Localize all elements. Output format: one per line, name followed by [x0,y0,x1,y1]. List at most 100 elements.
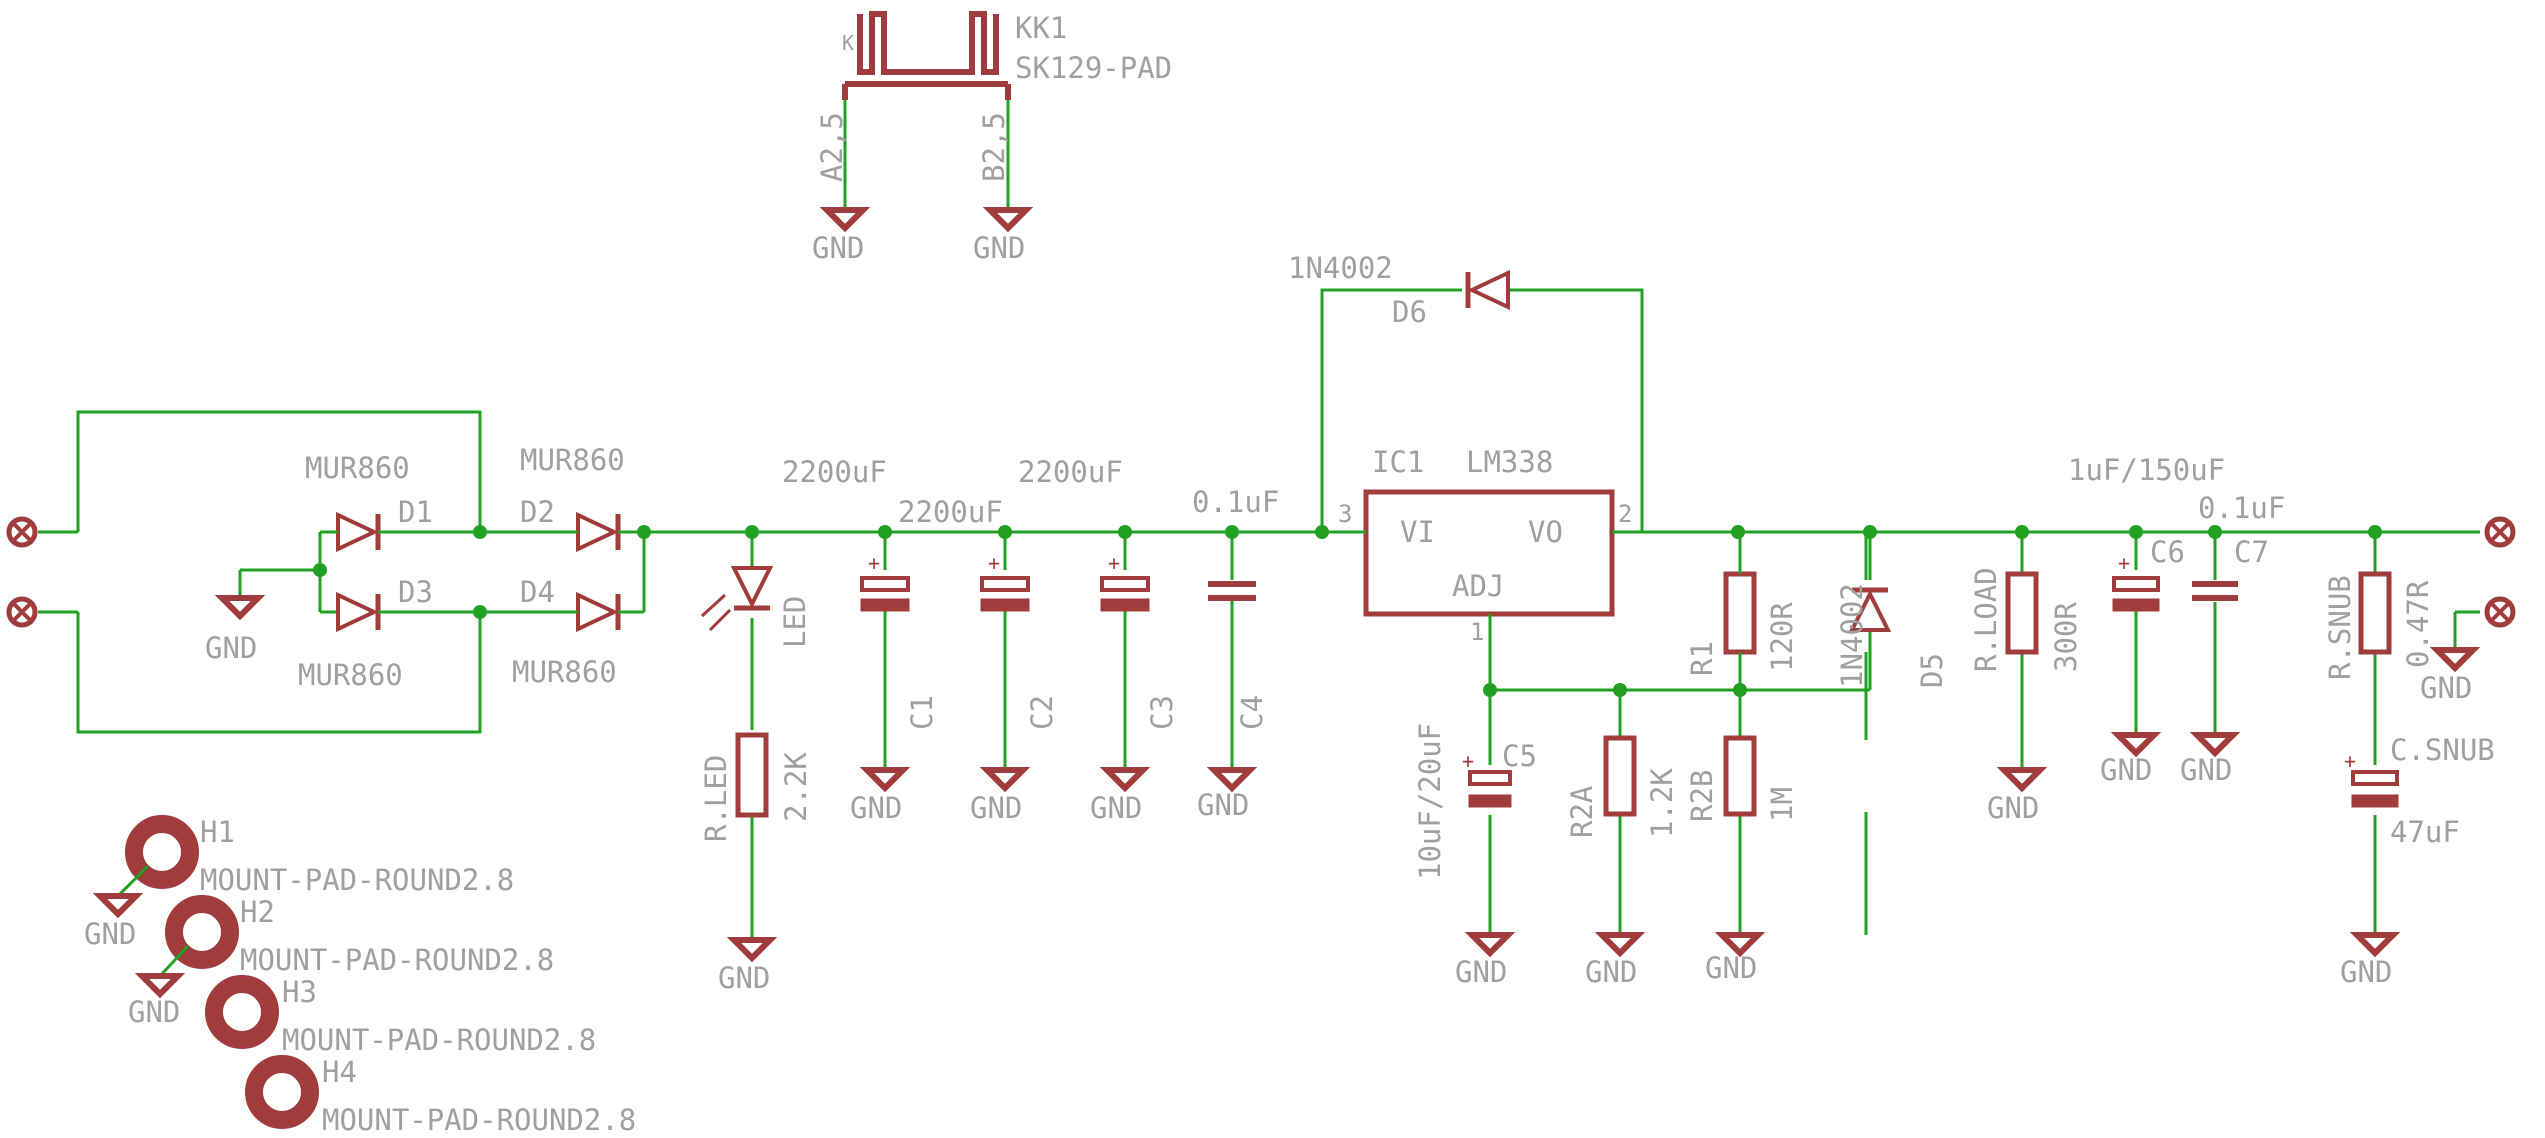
gnd-label-kk1a: GND [812,231,864,265]
d4-name: D4 [520,575,555,609]
gnd-symbol-csnub [2349,932,2401,958]
kk1-pin-a: A2,5 [815,112,849,182]
gnd-symbol-kk1b [982,207,1034,233]
resistor-r2b [1723,735,1757,817]
d2-value: MUR860 [520,443,625,477]
junctions [313,525,2382,697]
diode-d3 [336,591,480,633]
svg-text:+: + [2118,551,2130,575]
c1-value: 2200uF [782,455,887,489]
h3-value: MOUNT-PAD-ROUND2.8 [282,1023,596,1057]
c1-name: C1 [905,695,939,730]
r1-name: R1 [1685,641,1719,676]
resistor-r-load [2005,571,2039,655]
capacitor-c6: + [2112,551,2160,612]
output-terminal-2[interactable] [2484,596,2516,628]
c5-value: 10uF/20uF [1413,723,1447,880]
svg-text:+: + [2344,749,2356,773]
ic1-adj: ADJ [1452,569,1504,603]
gnd-symbol-c2 [979,767,1031,793]
r2a-name: R2A [1565,786,1599,838]
plus-sign: K [842,31,854,55]
gnd-symbol-output [2429,647,2481,673]
h3-name: H3 [282,975,317,1009]
gnd-symbol-bridge [214,595,266,621]
resistor-r2a [1603,735,1637,817]
kk1-pin-b: B2,5 [977,112,1011,182]
ic1-value: LM338 [1466,445,1553,479]
input-terminal-2[interactable] [6,596,38,628]
capacitor-c-snub: + [2344,749,2399,808]
mount-pad-h3 [205,975,279,1049]
d6-value: 1N4002 [1288,251,1393,285]
mount-pad-h2 [134,895,239,999]
d2-name: D2 [520,495,555,529]
resistor-r-snub [2358,571,2392,655]
diode-d4 [480,591,644,633]
h1-name: H1 [200,815,235,849]
d5-name: D5 [1915,653,1949,688]
h4-name: H4 [322,1055,357,1089]
c3-value: 2200uF [1018,455,1123,489]
diode-d5 [1848,587,1892,632]
c7-value: 0.1uF [2198,491,2285,525]
svg-text:+: + [1462,749,1474,773]
capacitor-c3: + [1100,551,1150,612]
h1-value: MOUNT-PAD-ROUND2.8 [200,863,514,897]
d3-name: D3 [398,575,433,609]
ic1-name: IC1 [1372,445,1424,479]
ic1-pin2: 2 [1618,500,1632,528]
kk1-value: SK129-PAD [1015,51,1172,85]
input-terminal-1[interactable] [6,516,38,548]
gnd-label-c2: GND [970,791,1022,825]
ic1-vi: VI [1400,515,1435,549]
d1-name: D1 [398,495,433,529]
gnd-label-c1: GND [850,791,902,825]
c3-name: C3 [1145,695,1179,730]
heatsink-kk1: K [842,11,1011,210]
output-terminal-1[interactable] [2484,516,2516,548]
mount-pad-h4 [245,1055,319,1129]
rsnub-name: R.SNUB [2323,575,2357,680]
gnd-symbol-led [726,937,778,963]
gnd-symbol-r2b [1714,932,1766,958]
svg-text:+: + [868,551,880,575]
capacitor-c1: + [860,551,910,612]
h2-value: MOUNT-PAD-ROUND2.8 [240,943,554,977]
c7-name: C7 [2234,535,2269,569]
gnd-symbol-c3 [1099,767,1151,793]
gnd-symbol-kk1a [819,207,871,233]
d1-value: MUR860 [305,451,410,485]
gnd-label-r2b: GND [1705,951,1757,985]
gnd-label-c5: GND [1455,955,1507,989]
gnd-symbol-r2a [1594,932,1646,958]
c6-value: 1uF/150uF [2068,453,2225,487]
ic1-pin3: 3 [1338,500,1352,528]
mount-pad-h1 [92,815,199,919]
c4-value: 0.1uF [1192,485,1279,519]
gnd-label-led: GND [718,961,770,995]
r1-value: 120R [1765,602,1799,672]
gnd-symbol-c7 [2189,732,2241,758]
gnd-label-rload: GND [1987,791,2039,825]
c2-value: 2200uF [898,495,1003,529]
resistor-r1 [1723,532,1757,690]
gnd-label-kk1b: GND [973,231,1025,265]
gnd-label-c3: GND [1090,791,1142,825]
gnd-symbol-c6 [2110,732,2162,758]
gnd-label-h2: GND [128,995,180,1029]
capacitor-c5: + [1462,749,1512,808]
kk1-name: KK1 [1015,11,1067,45]
gnd-symbol-c4 [1206,767,1258,793]
csnub-name: C.SNUB [2390,733,2495,767]
gnd-label-bridge: GND [205,631,257,665]
d6-name: D6 [1392,295,1427,329]
rsnub-value: 0.47R [2401,580,2435,668]
svg-text:+: + [988,551,1000,575]
c5-name: C5 [1502,739,1537,773]
capacitor-c7 [2192,581,2238,601]
c2-name: C2 [1025,695,1059,730]
rload-value: 300R [2049,602,2083,672]
gnd-label-c6: GND [2100,753,2152,787]
r2b-name: R2B [1685,770,1719,822]
